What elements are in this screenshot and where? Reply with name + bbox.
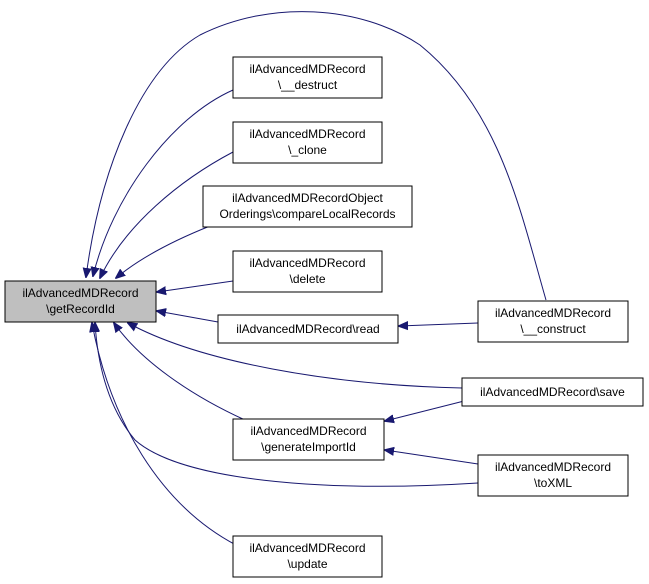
edge-clone-to-getrecordid — [100, 151, 234, 278]
edge-destruct-to-getrecordid — [93, 89, 234, 276]
node-save-line-1: ilAdvancedMDRecord\save — [480, 385, 625, 399]
edge-update-to-getrecordid — [92, 323, 237, 546]
edge-generateimportid-to-getrecordid — [114, 323, 246, 421]
node-read[interactable]: ilAdvancedMDRecord\read — [217, 314, 399, 344]
node-destruct-line-2: \__destruct — [278, 78, 338, 92]
edge-toxml-to-generateimportid — [385, 450, 479, 465]
edge-read-to-getrecordid — [157, 311, 219, 323]
node-delete-line-1: ilAdvancedMDRecord — [249, 256, 365, 270]
node-destruct[interactable]: ilAdvancedMDRecord \__destruct — [232, 56, 383, 99]
node-construct[interactable]: ilAdvancedMDRecord \__construct — [477, 300, 629, 343]
node-getrecordid-line-1: ilAdvancedMDRecord — [22, 286, 138, 300]
edge-delete-to-getrecordid — [157, 280, 234, 292]
node-getrecordid[interactable]: ilAdvancedMDRecord \getRecordId — [4, 280, 157, 323]
node-read-line-1: ilAdvancedMDRecord\read — [236, 322, 379, 336]
node-comparelocalrecords[interactable]: ilAdvancedMDRecordObject Orderings\compa… — [202, 185, 413, 228]
node-construct-line-2: \__construct — [520, 322, 586, 336]
node-update[interactable]: ilAdvancedMDRecord \update — [232, 535, 383, 578]
node-delete-line-2: \delete — [289, 272, 325, 286]
edge-save-to-getrecordid — [128, 323, 463, 389]
node-getrecordid-line-2: \getRecordId — [46, 302, 115, 316]
edges — [86, 11, 547, 546]
edge-comparelocalrecords-to-getrecordid — [116, 225, 211, 278]
edge-save-to-generateimportid — [385, 398, 473, 421]
node-delete[interactable]: ilAdvancedMDRecord \delete — [232, 250, 383, 293]
node-update-line-1: ilAdvancedMDRecord — [249, 541, 365, 555]
node-destruct-line-1: ilAdvancedMDRecord — [249, 62, 365, 76]
edge-toxml-to-getrecordid — [95, 323, 479, 487]
node-toxml-line-1: ilAdvancedMDRecord — [495, 460, 611, 474]
node-construct-line-1: ilAdvancedMDRecord — [495, 306, 611, 320]
edge-construct-to-getrecordid — [86, 11, 547, 301]
node-clone-line-1: ilAdvancedMDRecord — [249, 127, 365, 141]
node-comparelocalrecords-line-2: Orderings\compareLocalRecords — [219, 207, 395, 221]
node-clone[interactable]: ilAdvancedMDRecord \_clone — [232, 121, 383, 164]
node-generateimportid-line-1: ilAdvancedMDRecord — [250, 424, 366, 438]
node-generateimportid-line-2: \generateImportId — [261, 440, 356, 454]
node-comparelocalrecords-line-1: ilAdvancedMDRecordObject — [232, 191, 383, 205]
node-clone-line-2: \_clone — [288, 143, 327, 157]
node-save[interactable]: ilAdvancedMDRecord\save — [461, 377, 644, 407]
node-generateimportid[interactable]: ilAdvancedMDRecord \generateImportId — [232, 418, 385, 461]
edge-construct-to-read — [399, 323, 479, 326]
node-update-line-2: \update — [287, 557, 327, 571]
node-toxml-line-2: \toXML — [534, 476, 572, 490]
nodes: ilAdvancedMDRecord \getRecordId ilAdvanc… — [4, 56, 644, 578]
node-toxml[interactable]: ilAdvancedMDRecord \toXML — [477, 454, 629, 497]
